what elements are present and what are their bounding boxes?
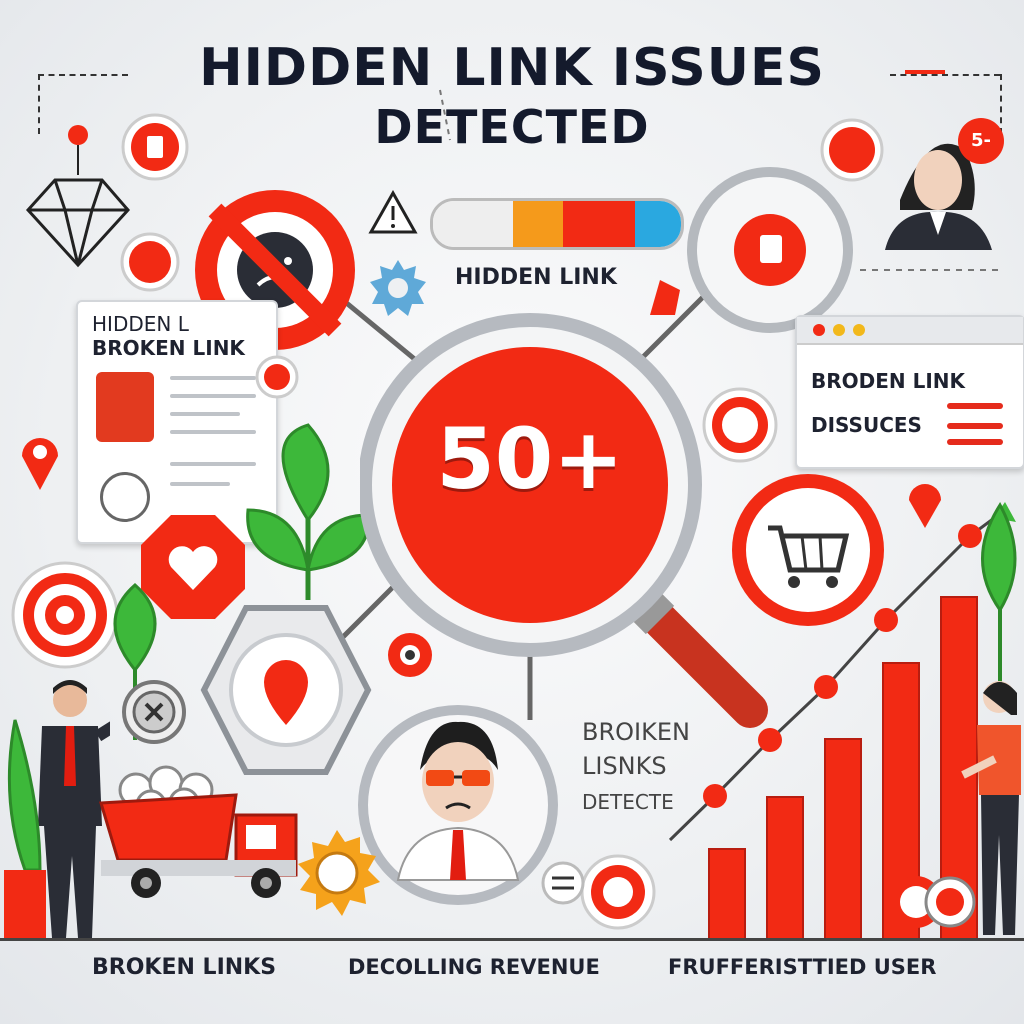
avatar-woman-icon bbox=[885, 143, 992, 250]
man-avatar-icon bbox=[358, 705, 558, 905]
pin-right-icon bbox=[909, 484, 941, 528]
right-card-line-1: BRODEN LINK bbox=[811, 369, 966, 393]
progress-bar bbox=[430, 198, 684, 250]
frame-dash-top-left bbox=[38, 74, 128, 76]
center-right-line-1: BROIKEN bbox=[582, 718, 690, 746]
magnifier-icon bbox=[687, 167, 853, 333]
diamond-icon bbox=[25, 125, 131, 268]
small-alert-icon bbox=[255, 355, 299, 399]
chart-bar-1 bbox=[708, 848, 746, 940]
avatar-badge: 5- bbox=[958, 118, 1004, 164]
frame-dash-right bbox=[1000, 74, 1002, 134]
caption-left: BROKEN LINKS bbox=[92, 955, 277, 980]
center-magnifier-icon bbox=[360, 313, 768, 728]
location-pin-icon bbox=[22, 438, 58, 490]
target-icon bbox=[11, 561, 119, 669]
left-card-thumbnail bbox=[96, 372, 154, 442]
heart-icon bbox=[141, 515, 245, 619]
broken-link-coin-icon bbox=[122, 680, 186, 744]
title-line-2: DETECTED bbox=[374, 100, 650, 154]
alert-circle-icon bbox=[702, 387, 778, 463]
gauge-pair-icon bbox=[890, 876, 976, 928]
left-card-link-icon bbox=[100, 472, 150, 522]
left-document-card: HIDDEN L BROKEN LINK bbox=[76, 300, 278, 544]
gauge-hexagon-icon bbox=[200, 605, 372, 775]
dial-icon bbox=[580, 854, 656, 930]
title-line-1: HIDDEN LINK ISSUES bbox=[199, 38, 825, 98]
chart-bar-2 bbox=[766, 796, 804, 940]
shopping-cart-icon bbox=[732, 474, 884, 626]
right-card-line-2: DISSUCES bbox=[811, 413, 922, 437]
center-right-line-3: DETECTE bbox=[582, 790, 674, 814]
left-card-line-1: HIDDEN L bbox=[92, 312, 189, 336]
image-alert-icon bbox=[120, 232, 180, 292]
center-right-line-2: LISNKS bbox=[582, 752, 667, 780]
plant-icon bbox=[246, 423, 370, 600]
center-badge-value: 50+ bbox=[436, 410, 624, 508]
dump-truck-icon bbox=[99, 765, 298, 898]
flag-icon bbox=[650, 280, 680, 315]
left-card-line-2: BROKEN LINK bbox=[92, 336, 245, 360]
record-icon bbox=[388, 633, 432, 677]
plant-pot-icon bbox=[4, 719, 46, 938]
broken-image-icon bbox=[820, 118, 884, 182]
right-browser-card: BRODEN LINK DISSUCES bbox=[795, 315, 1024, 469]
gear-icon bbox=[370, 260, 426, 316]
warning-triangle-icon bbox=[368, 190, 418, 234]
accent-dash bbox=[905, 70, 945, 74]
businessman-figure-icon bbox=[38, 680, 110, 938]
plant-right-icon bbox=[981, 502, 1017, 700]
ground-line bbox=[0, 938, 1024, 941]
frame-dash-top-right bbox=[890, 74, 1000, 76]
frame-dash-left bbox=[38, 74, 40, 134]
woman-figure-icon bbox=[961, 681, 1021, 935]
caption-right: FRUFFERISTTIED USER bbox=[668, 955, 937, 979]
equal-icon bbox=[541, 861, 585, 905]
gear-orange-icon bbox=[298, 830, 380, 916]
chart-bar-3 bbox=[824, 738, 862, 940]
doc-alert-icon bbox=[121, 113, 189, 181]
caption-center: DECOLLING REVENUE bbox=[348, 955, 600, 979]
progress-label: HIDDEN LINK bbox=[455, 265, 617, 290]
